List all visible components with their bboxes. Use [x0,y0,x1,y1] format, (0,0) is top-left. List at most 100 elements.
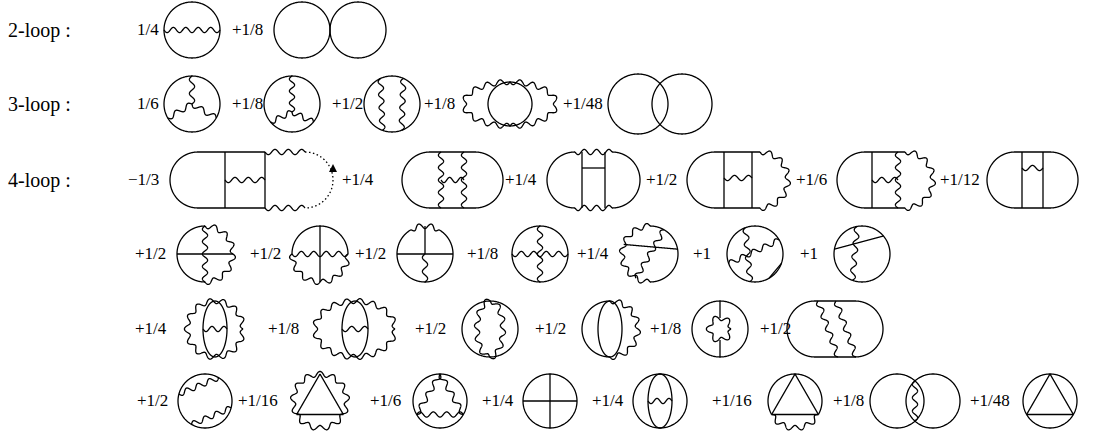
wavy-propagator [905,151,935,210]
coefficient: +1/2 [535,319,566,339]
coefficient-text: +1/2 [760,319,791,338]
wavy-propagator [729,239,780,264]
wavy-propagator [399,78,405,130]
wavy-propagator [510,80,557,128]
solid-propagator [768,374,822,415]
coefficient-text: +1/2 [135,244,166,263]
coefficient: +1 [800,244,818,264]
coefficient-text: +1/6 [796,170,827,189]
coefficient-text: +1/4 [482,391,513,410]
coefficient: +1/2 [415,319,446,339]
coefficient: +1/2 [135,244,166,264]
coefficient-text: +1/4 [592,391,623,410]
solid-propagator [164,76,220,132]
wavy-propagator [706,316,731,341]
coefficient-text: +1/16 [238,391,278,410]
ghost-propagator [305,152,333,208]
wavy-propagator [417,412,464,417]
wavy-propagator [203,326,227,331]
wavy-propagator [378,78,385,130]
diagram-group [164,2,1078,430]
wavy-propagator [760,151,790,210]
coefficient: +1/6 [796,170,827,190]
coefficient: +1/4 [342,170,373,190]
solid-propagator [1042,152,1043,208]
coefficient-text: +1/8 [424,94,455,113]
solid-propagator [719,301,720,318]
solid-propagator [769,264,781,279]
coefficient-text: 1/4 [137,20,159,39]
solid-propagator [549,374,550,428]
coefficient: +1/8 [268,319,299,339]
loop-order-label: 2-loop : [8,19,71,42]
solid-propagator [1015,151,1050,152]
coefficient-text: +1/6 [370,391,401,410]
solid-propagator [475,152,503,208]
wavy-propagator [205,225,235,284]
solid-propagator [624,244,678,249]
coefficient-text: +1/48 [970,391,1010,410]
solid-propagator [727,226,783,282]
wavy-propagator [474,299,490,357]
solid-propagator [751,152,752,208]
loop-order-label-text: 4-loop : [8,169,71,191]
solid-propagator [598,301,610,357]
solid-propagator [582,301,610,357]
solid-propagator [177,253,233,254]
coefficient: +1/4 [482,391,513,411]
solid-propagator [198,151,265,152]
solid-propagator [488,82,532,126]
coefficient-text: −1/3 [128,170,159,189]
wavy-propagator [1022,165,1043,170]
coefficient: +1/8 [650,319,681,339]
coefficient-text: +1/12 [940,170,980,189]
coefficient: +1/2 [646,170,677,190]
solid-propagator [512,226,568,282]
solid-propagator [687,152,715,208]
coefficient-text: +1/2 [355,244,386,263]
solid-propagator [297,374,320,415]
solid-propagator [612,152,640,208]
solid-propagator [652,74,712,134]
coefficient-text: +1/2 [137,391,168,410]
coefficient: +1/8 [232,20,263,40]
coefficient-text: +1/8 [232,20,263,39]
wavy-propagator [289,76,294,112]
loop-order-label-text: 3-loop : [8,93,71,115]
coefficient-text: +1/2 [415,319,446,338]
coefficient-text: +1/8 [467,244,498,263]
coefficient: +1/2 [250,244,281,264]
coefficient-text: +1/48 [563,94,603,113]
solid-propagator [424,226,425,254]
coefficient: +1/2 [355,244,386,264]
wavy-propagator [575,149,612,154]
solid-propagator [837,152,865,208]
solid-propagator [178,374,232,428]
coefficient: +1/16 [712,391,752,411]
loop-order-label: 3-loop : [8,93,71,116]
wavy-propagator [772,415,819,430]
coefficient-text: +1 [800,244,818,263]
wavy-propagator [292,251,348,256]
wavy-propagator [537,226,542,282]
coefficient-text: +1/2 [332,94,363,113]
coefficient-text: +1/4 [342,170,373,189]
solid-propagator [164,2,220,58]
wavy-propagator [417,374,441,415]
solid-propagator [402,152,430,208]
wavy-propagator [164,27,220,32]
wavy-propagator [575,205,612,210]
wavy-propagator [648,398,672,403]
wavy-propagator [851,226,859,280]
solid-propagator [834,236,883,249]
solid-propagator [1021,152,1022,208]
wavy-propagator [724,175,752,180]
solid-propagator [787,301,815,357]
solid-propagator [650,226,678,282]
solid-propagator [870,374,924,428]
solid-propagator [865,151,905,152]
coefficient: +1/2 [332,94,363,114]
solid-propagator [413,374,467,428]
